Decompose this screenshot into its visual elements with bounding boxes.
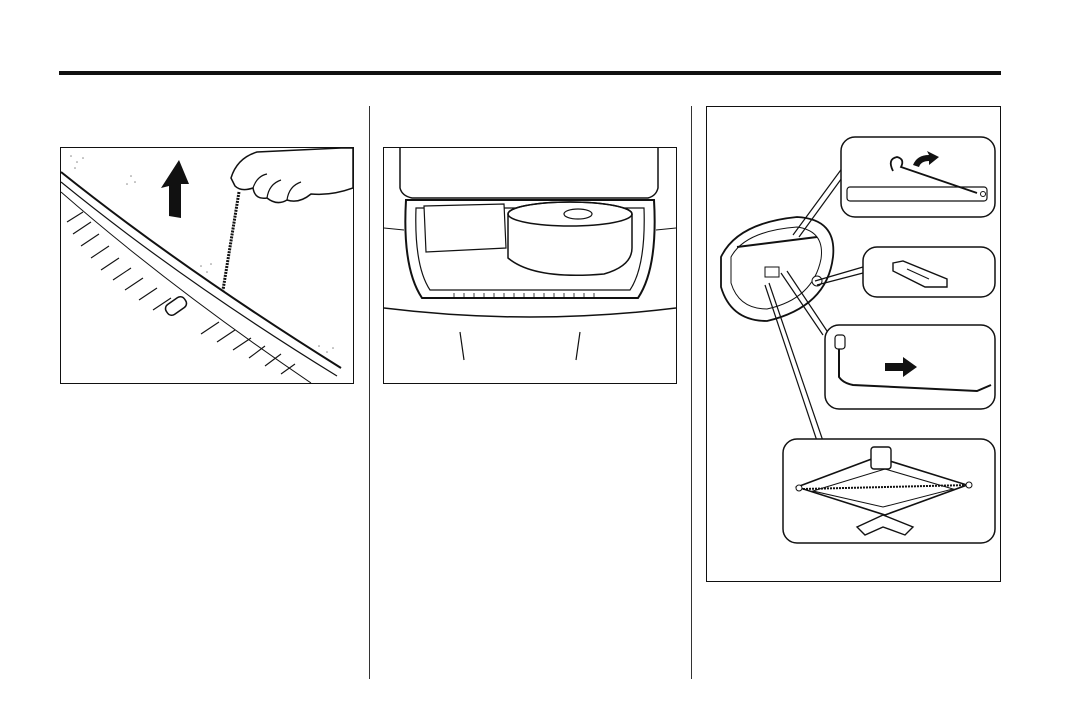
hand-illustration <box>231 148 353 203</box>
figure-spare-tire-compartment <box>383 147 677 384</box>
spare-tire-illustration <box>384 148 676 383</box>
figure-jack-tool-kit <box>706 106 1001 582</box>
tool-kit-illustration <box>707 107 1000 581</box>
column-divider-right <box>691 106 692 679</box>
figure-lift-floor-cover <box>60 147 354 384</box>
column-divider-left <box>369 106 370 679</box>
callout-hook-tool <box>841 137 995 217</box>
tire-hub <box>564 209 592 219</box>
header-rule <box>59 71 1001 75</box>
hook-slot <box>164 295 189 317</box>
lift-arrow-icon <box>161 160 189 218</box>
floor-cover-illustration <box>61 148 353 383</box>
